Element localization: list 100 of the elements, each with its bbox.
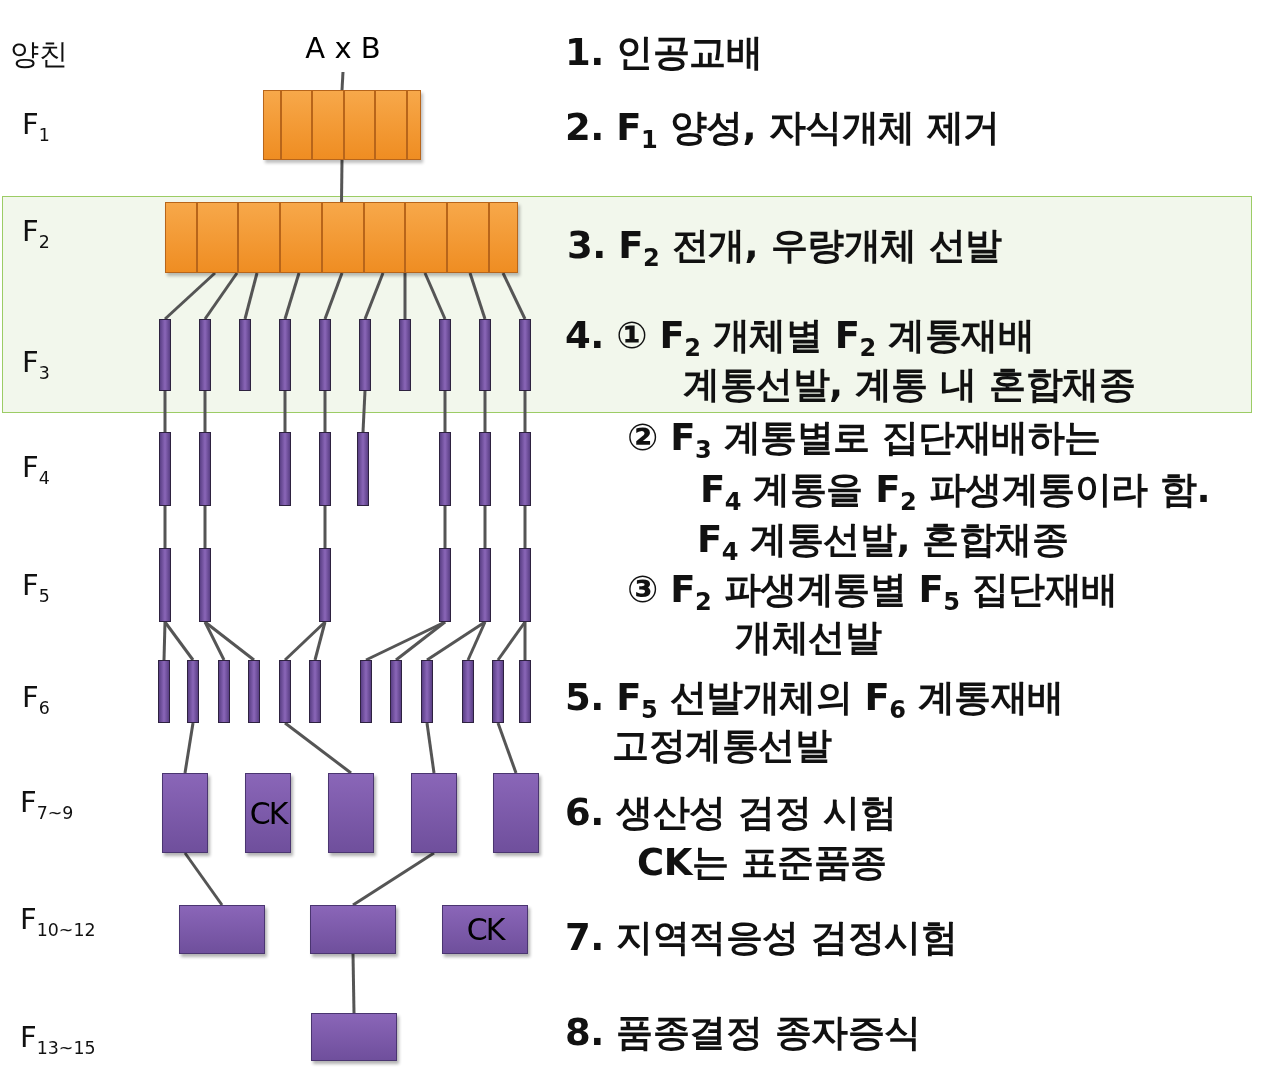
connector-line — [203, 506, 207, 548]
plot-box — [328, 773, 374, 853]
connector-line — [163, 506, 167, 548]
line-bar — [309, 660, 321, 723]
generation-label: F$_{13~15}$ — [20, 1021, 96, 1058]
check-plot-box: CK — [442, 905, 528, 954]
line-bar — [319, 319, 331, 391]
step-text: F$_{4}$ 계통선발, 혼합채종 — [697, 519, 1069, 568]
line-bar — [218, 660, 230, 723]
line-bar — [159, 548, 171, 622]
step-text: 5. F$_{5}$ 선발개체의 F$_{6}$ 계통재배 — [565, 677, 1064, 726]
line-bar — [279, 319, 291, 391]
generation-label: F$_{2}$ — [22, 215, 50, 252]
connector-line — [443, 506, 447, 548]
connector-line — [164, 271, 216, 321]
plot-box — [310, 905, 396, 954]
step-text: 4. ① F$_{2}$ 개체별 F$_{2}$ 계통재배 — [565, 315, 1035, 364]
step-text: 3. F$_{2}$ 전개, 우량개체 선발 — [567, 225, 1002, 274]
connector-line — [284, 721, 352, 775]
line-bar — [199, 319, 211, 391]
step-text: CK는 표준품종 — [637, 842, 887, 885]
generation-label: F$_{1}$ — [22, 108, 50, 145]
connector-line — [163, 391, 167, 432]
connector-line — [203, 391, 207, 432]
line-bar — [319, 548, 331, 622]
connector-line — [340, 160, 344, 202]
connector-line — [313, 621, 327, 661]
connector-line — [425, 722, 436, 774]
line-bar — [519, 432, 531, 506]
step-text: 계통선발, 계통 내 혼합채종 — [683, 364, 1136, 407]
line-bar — [439, 548, 451, 622]
step-text: 1. 인공교배 — [565, 32, 763, 75]
line-bar — [399, 319, 411, 391]
connector-line — [323, 272, 344, 320]
line-bar — [359, 319, 371, 391]
connector-line — [323, 391, 327, 432]
line-bar — [199, 548, 211, 622]
connector-line — [363, 272, 385, 320]
line-bar — [360, 660, 372, 723]
step-text: F$_{4}$ 계통을 F$_{2}$ 파생계통이라 함. — [700, 469, 1211, 518]
line-bar — [199, 432, 211, 506]
connector-line — [466, 621, 487, 661]
generation-label: F$_{10~12}$ — [20, 903, 96, 940]
line-bar — [439, 319, 451, 391]
generation-label: F$_{5}$ — [22, 569, 50, 606]
generation-label: F$_{7~9}$ — [20, 786, 74, 823]
connector-line — [468, 272, 487, 320]
connector-line — [496, 621, 527, 661]
line-bar — [479, 319, 491, 391]
connector-line — [523, 622, 527, 660]
line-bar — [319, 432, 331, 506]
plot-box — [493, 773, 539, 853]
step-text: 7. 지역적응성 검정시험 — [565, 917, 958, 960]
line-bar — [357, 432, 369, 506]
line-bar — [187, 660, 199, 723]
line-bar — [492, 660, 504, 723]
connector-line — [443, 391, 447, 432]
line-bar — [279, 660, 291, 723]
line-bar — [462, 660, 474, 723]
connector-line — [204, 620, 255, 662]
connector-line — [352, 851, 435, 907]
line-bar — [519, 660, 531, 723]
connector-line — [340, 71, 345, 91]
connector-line — [183, 722, 195, 774]
connector-line — [483, 506, 487, 548]
connector-line — [483, 391, 487, 432]
line-bar — [439, 432, 451, 506]
step-text: ② F$_{3}$ 계통별로 집단재배하는 — [627, 417, 1101, 466]
connector-line — [203, 621, 226, 661]
step-text: 2. F$_{1}$ 양성, 자식개체 제거 — [565, 107, 1000, 156]
connector-line — [351, 953, 356, 1014]
step-text: ③ F$_{2}$ 파생계통별 F$_{5}$ 집단재배 — [627, 569, 1118, 618]
connector-line — [523, 506, 527, 548]
plot-box — [263, 90, 421, 160]
line-bar — [158, 660, 170, 723]
generation-label: 양친 — [10, 38, 68, 72]
connector-line — [523, 391, 527, 432]
step-text: 6. 생산성 검정 시험 — [565, 792, 897, 835]
connector-line — [361, 390, 367, 433]
connector-line — [283, 391, 287, 432]
connector-line — [501, 272, 527, 320]
line-bar — [159, 432, 171, 506]
connector-line — [423, 272, 447, 320]
generation-label: F$_{6}$ — [22, 681, 50, 718]
line-bar — [421, 660, 433, 723]
plot-box — [411, 773, 457, 853]
connector-line — [395, 620, 446, 662]
connector-line — [283, 272, 301, 320]
step-text: 개체선발 — [735, 617, 881, 660]
plot-box — [165, 202, 518, 273]
connector-line — [323, 506, 327, 548]
line-bar — [239, 319, 251, 391]
connector-line — [203, 272, 239, 320]
generation-label: F$_{3}$ — [22, 346, 50, 383]
plot-box — [179, 905, 265, 954]
line-bar — [519, 548, 531, 622]
step-text: 8. 품종결정 종자증식 — [565, 1012, 921, 1055]
connector-line — [163, 621, 195, 661]
plot-box — [162, 773, 208, 853]
step-text: 고정계통선발 — [612, 725, 831, 768]
